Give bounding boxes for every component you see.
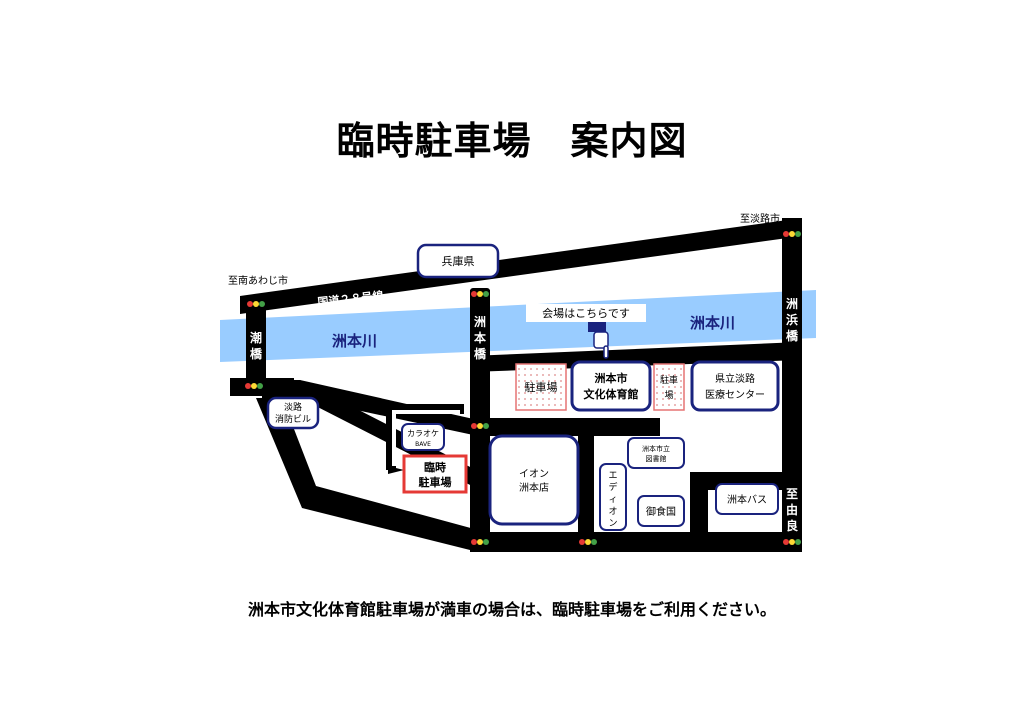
karaoke-label-2: BAVE — [415, 441, 431, 448]
culture-gym-label-1: 洲本市 — [595, 371, 628, 385]
traffic-signal-icon — [244, 380, 264, 392]
road-bottom — [470, 532, 802, 552]
direction-yura-label: 至 由 良 — [786, 487, 798, 533]
aeon-label-2: 洲本店 — [519, 481, 549, 494]
bridge-suhama-char-1: 洲 — [786, 297, 798, 311]
edion-char-3: ィ — [608, 495, 617, 505]
aeon-box — [488, 434, 580, 526]
route28-label: 国道２８号線 — [317, 288, 384, 309]
traffic-signal-icon — [782, 536, 802, 548]
pointing-hand-icon — [588, 322, 609, 359]
hyogo-box — [416, 243, 500, 279]
road-route28 — [240, 218, 802, 314]
culture-gym-label-2: 文化体育館 — [584, 387, 639, 401]
medical-center-label-1: 県立淡路 — [715, 372, 755, 385]
river-label-right: 洲本川 — [690, 314, 735, 332]
bus-label: 洲本バス — [727, 493, 767, 506]
fire-building-label-1: 淡路 — [284, 401, 302, 413]
yura-char-2: 由 — [786, 502, 798, 517]
karaoke-box — [401, 423, 445, 451]
edion-char-5: ン — [608, 519, 617, 529]
edion-char-1: エ — [608, 471, 617, 481]
library-label-1: 洲本市立 — [642, 444, 670, 453]
direction-awaji-label: 至淡路市 — [740, 212, 780, 225]
bridge-shio-char-1: 潮 — [250, 330, 262, 345]
parking-left-box — [515, 363, 567, 411]
edion-box — [599, 463, 627, 531]
traffic-signal-icon — [782, 228, 802, 240]
river-label-left: 洲本川 — [332, 332, 377, 350]
temp-parking-box — [402, 454, 468, 494]
roads — [230, 218, 802, 552]
fire-building-box — [266, 396, 320, 430]
yura-char-3: 良 — [786, 518, 798, 533]
medical-center-label-2: 医療センター — [705, 388, 765, 401]
bridge-suhama-char-3: 橋 — [786, 328, 799, 343]
bridge-sumoto-char-2: 本 — [474, 330, 486, 345]
venue-callout-box — [526, 304, 646, 322]
road-middle — [470, 418, 660, 436]
road-shio-bridge — [246, 296, 266, 396]
traffic-signal-icon — [470, 420, 490, 432]
road-upper-diagonal — [262, 380, 478, 436]
bus-box — [715, 483, 779, 515]
road-suhama-bridge — [782, 218, 802, 552]
arrow-up-icon — [660, 412, 672, 418]
goshokukoku-box — [637, 495, 685, 527]
library-box — [627, 437, 685, 469]
parking-right-label-2: 場 — [664, 389, 673, 401]
edion-char-4: オ — [608, 506, 617, 517]
temp-parking-label-1: 臨時 — [424, 460, 446, 474]
traffic-signals — [244, 228, 802, 548]
venue-callout-label: 会場はこちらです — [542, 307, 630, 320]
bridge-shio-char-2: 橋 — [250, 346, 263, 361]
hyogo-label: 兵庫県 — [442, 254, 475, 268]
traffic-signal-icon — [470, 288, 490, 300]
bridge-sumoto-char-1: 洲 — [474, 315, 486, 329]
aeon-label-1: イオン — [519, 468, 549, 480]
yura-char-1: 至 — [786, 487, 798, 501]
river — [220, 290, 816, 362]
traffic-signal-icon — [578, 536, 598, 548]
parking-left-label: 駐車場 — [525, 380, 558, 394]
bridge-sumoto-label: 洲 本 橋 — [474, 315, 487, 361]
direction-minamiawaji-label: 至南あわじ市 — [228, 274, 288, 287]
culture-gym-box — [570, 360, 652, 412]
page-title: 臨時駐車場 案内図 — [336, 119, 688, 163]
goshokukoku-label: 御食国 — [646, 505, 676, 518]
edion-char-2: デ — [608, 481, 617, 493]
traffic-signal-icon — [470, 536, 490, 548]
traffic-signal-icon — [246, 298, 266, 310]
fire-building-label-2: 消防ビル — [275, 413, 311, 425]
arrow-up-icon — [540, 412, 552, 418]
karaoke-label-1: カラオケ — [407, 429, 439, 438]
temp-parking-label-2: 駐車場 — [419, 475, 452, 489]
bridge-sumoto-char-3: 橋 — [474, 346, 487, 361]
bridge-suhama-label: 洲 浜 橋 — [786, 297, 799, 343]
medical-center-box — [690, 360, 780, 412]
library-label-2: 図書館 — [646, 454, 667, 463]
bridge-shio-label: 潮 橋 — [250, 330, 263, 361]
page-caption: 洲本市文化体育館駐車場が満車の場合は、臨時駐車場をご利用ください。 — [247, 600, 776, 619]
parking-access-lane — [386, 404, 464, 474]
bridge-suhama-char-2: 浜 — [786, 312, 798, 327]
parking-right-label-1: 駐車 — [660, 374, 678, 386]
road-east-vertical — [690, 472, 708, 552]
road-center-vertical — [578, 418, 594, 552]
parking-right-box — [653, 363, 685, 411]
